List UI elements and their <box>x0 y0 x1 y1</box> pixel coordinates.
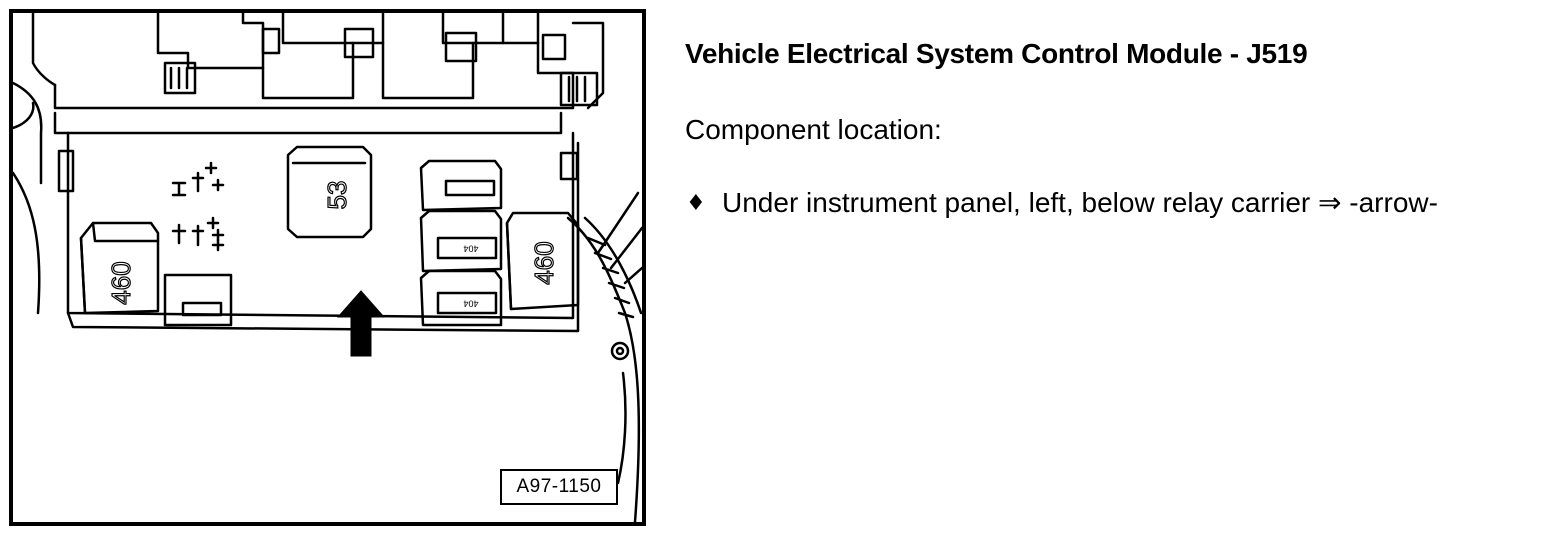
relay-carrier-drawing <box>13 13 642 522</box>
page-title: Vehicle Electrical System Control Module… <box>685 38 1308 69</box>
section-label: Component location: <box>685 114 942 145</box>
list-item-text: Under instrument panel, left, below rela… <box>722 187 1438 218</box>
fuse-b-label: 404 <box>463 299 478 309</box>
relay-right-label: 460 <box>529 241 559 284</box>
relay-labels: 460 53 460 404 404 <box>105 180 559 309</box>
figure-code-label: A97-1150 <box>500 469 618 505</box>
diamond-bullet-icon: ♦ <box>686 191 706 216</box>
location-arrow-icon <box>336 290 386 357</box>
relay-left-label: 460 <box>106 261 136 304</box>
fuse-a-label: 404 <box>463 244 478 254</box>
list-item: ♦ Under instrument panel, left, below rel… <box>686 186 1438 219</box>
relay-center-label: 53 <box>322 181 352 210</box>
component-illustration: 460 53 460 404 404 A97-1150 <box>9 9 646 526</box>
